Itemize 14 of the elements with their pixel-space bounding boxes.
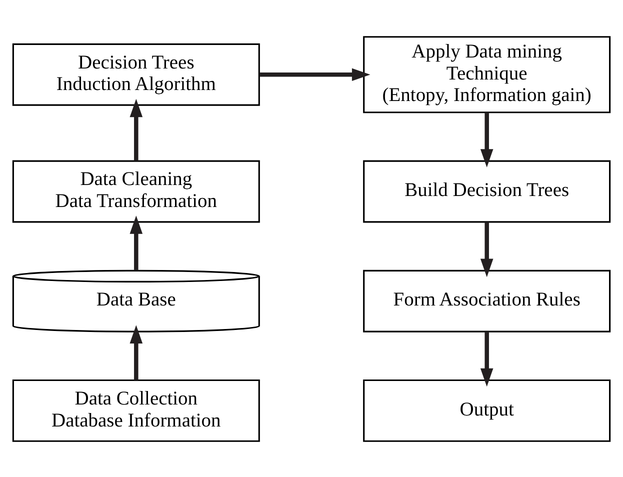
arrow: [259, 68, 370, 81]
node-box: Data Collection Database Information: [12, 378, 260, 442]
arrow: [480, 222, 494, 277]
node-box: Decision Trees Induction Algorithm: [12, 42, 260, 106]
arrow: [130, 324, 143, 380]
arrow: [130, 215, 143, 270]
arrow: [480, 112, 494, 167]
node-box: Apply Data mining Technique (Entopy, Information gain): [363, 36, 611, 113]
node-box: Build Decision Trees: [363, 160, 611, 222]
arrow: [480, 331, 494, 386]
arrow: [130, 98, 143, 160]
node-box: Form Association Rules: [363, 269, 611, 332]
node-box: Output: [363, 378, 611, 442]
node-box: Data Cleaning Data Transformation: [12, 160, 260, 222]
